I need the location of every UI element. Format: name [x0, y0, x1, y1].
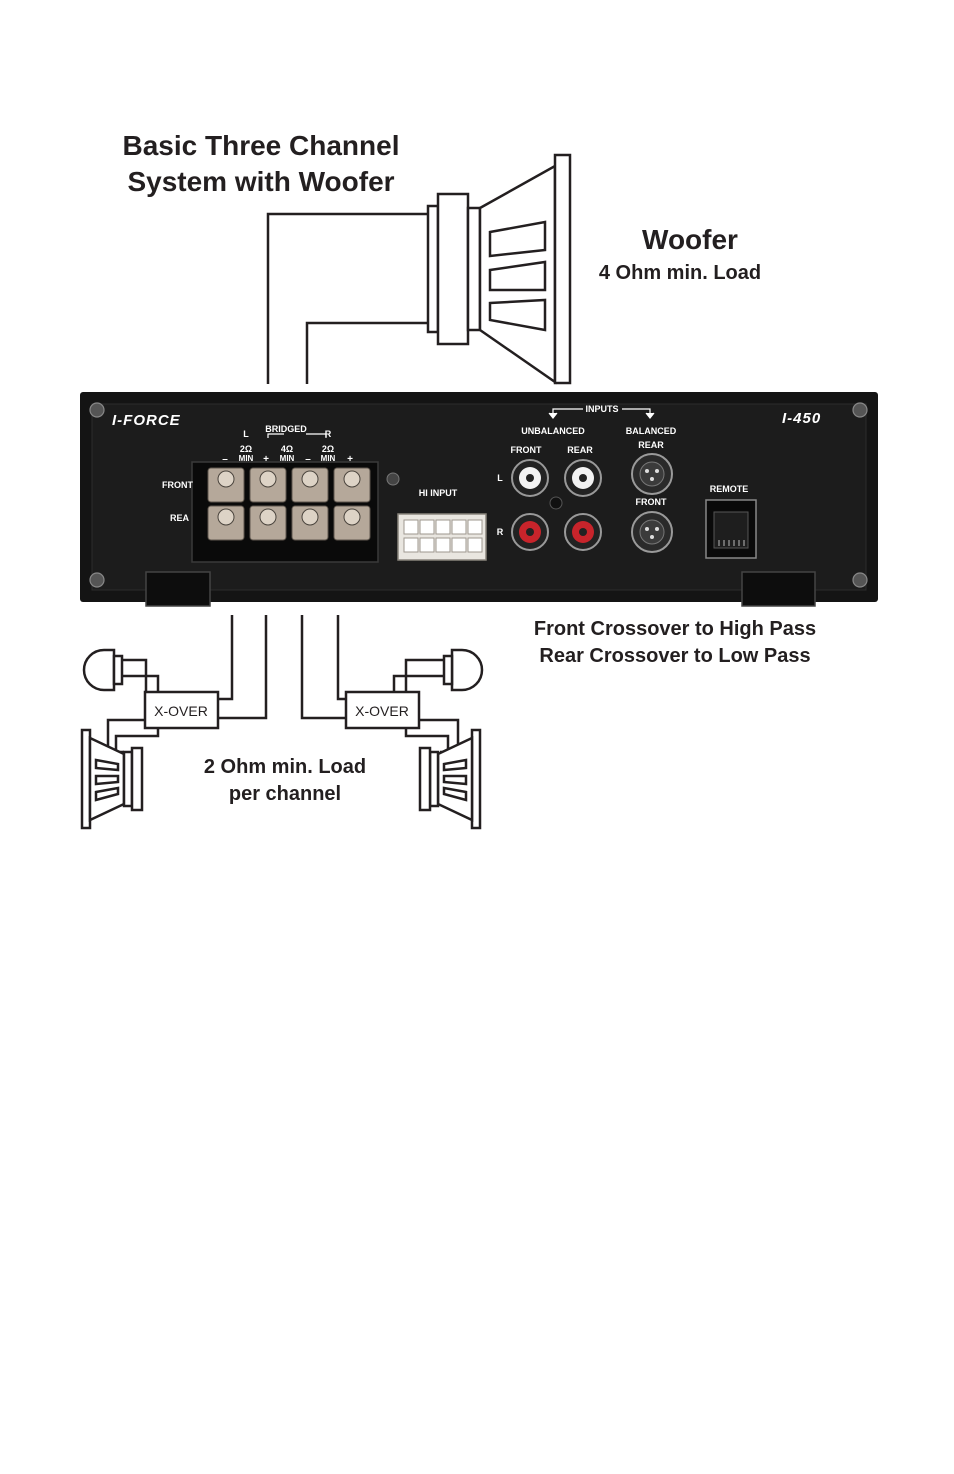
load-note-line2: per channel: [170, 781, 400, 808]
unbalanced-front-label: FRONT: [511, 445, 542, 455]
min-label-right: MIN: [321, 454, 336, 463]
bridged-label: BRIDGED: [265, 424, 307, 434]
crossover-note: Front Crossover to High Pass Rear Crosso…: [500, 616, 850, 670]
speaker-right-icon: [420, 730, 480, 828]
plus-right: +: [347, 454, 353, 465]
crossover-left: X-OVER: [145, 692, 218, 728]
speaker-wires: [108, 615, 458, 764]
woofer-load: 4 Ohm min. Load: [580, 262, 780, 285]
model-label: I-450: [782, 410, 821, 427]
crossover-right-label: X-OVER: [355, 703, 409, 719]
diagram-title-line2: System with Woofer: [96, 164, 426, 200]
balanced-rear-label: REAR: [638, 440, 664, 450]
crossover-note-line1: Front Crossover to High Pass: [500, 616, 850, 643]
unbalanced-rear-label: REAR: [567, 445, 593, 455]
remote-jack-icon: [706, 500, 756, 558]
input-row-r-label: R: [497, 527, 504, 537]
minus-right: –: [305, 454, 311, 465]
mounting-foot-left: [146, 572, 210, 606]
woofer-title: Woofer: [600, 224, 780, 256]
woofer-speaker-icon: [428, 155, 570, 383]
hi-input-label: HI INPUT: [419, 488, 458, 498]
speaker-left-icon: [82, 730, 142, 828]
crossover-note-line2: Rear Crossover to Low Pass: [500, 643, 850, 670]
diagram-title-line1: Basic Three Channel: [96, 128, 426, 164]
plus-left: +: [263, 454, 269, 465]
left-channel-label: L: [243, 429, 249, 439]
min-4ohm: 4Ω: [281, 444, 293, 454]
crossover-right: X-OVER: [346, 692, 419, 728]
woofer-wires: [268, 214, 430, 384]
crossover-left-label: X-OVER: [154, 703, 208, 719]
speaker-terminal-block: [192, 462, 399, 562]
balanced-label: BALANCED: [626, 426, 677, 436]
tweeter-left-icon: [84, 650, 122, 690]
tweeter-right-icon: [444, 650, 482, 690]
brand-logo: I-FORCE: [112, 412, 181, 429]
diagram-title: Basic Three Channel System with Woofer: [96, 128, 426, 200]
hi-input-connector: [398, 514, 486, 560]
remote-label: REMOTE: [710, 484, 749, 494]
load-note: 2 Ohm min. Load per channel: [170, 754, 400, 808]
mounting-foot-right: [742, 572, 815, 606]
rear-row-label: REA: [170, 513, 190, 523]
load-note-line1: 2 Ohm min. Load: [170, 754, 400, 781]
min-2ohm-left: 2Ω: [240, 444, 252, 454]
unbalanced-label: UNBALANCED: [521, 426, 585, 436]
minus-left: –: [222, 454, 228, 465]
right-channel-label: R: [325, 429, 332, 439]
input-row-l-label: L: [497, 473, 503, 483]
front-row-label: FRONT: [162, 480, 193, 490]
min-label-left: MIN: [239, 454, 254, 463]
min-2ohm-right: 2Ω: [322, 444, 334, 454]
inputs-label: INPUTS: [585, 404, 618, 414]
amplifier-panel: I-FORCE I-450 BRIDGED L R 2Ω 4Ω 2Ω MIN M…: [80, 392, 878, 606]
balanced-front-label: FRONT: [636, 497, 667, 507]
min-label-center: MIN: [280, 454, 295, 463]
